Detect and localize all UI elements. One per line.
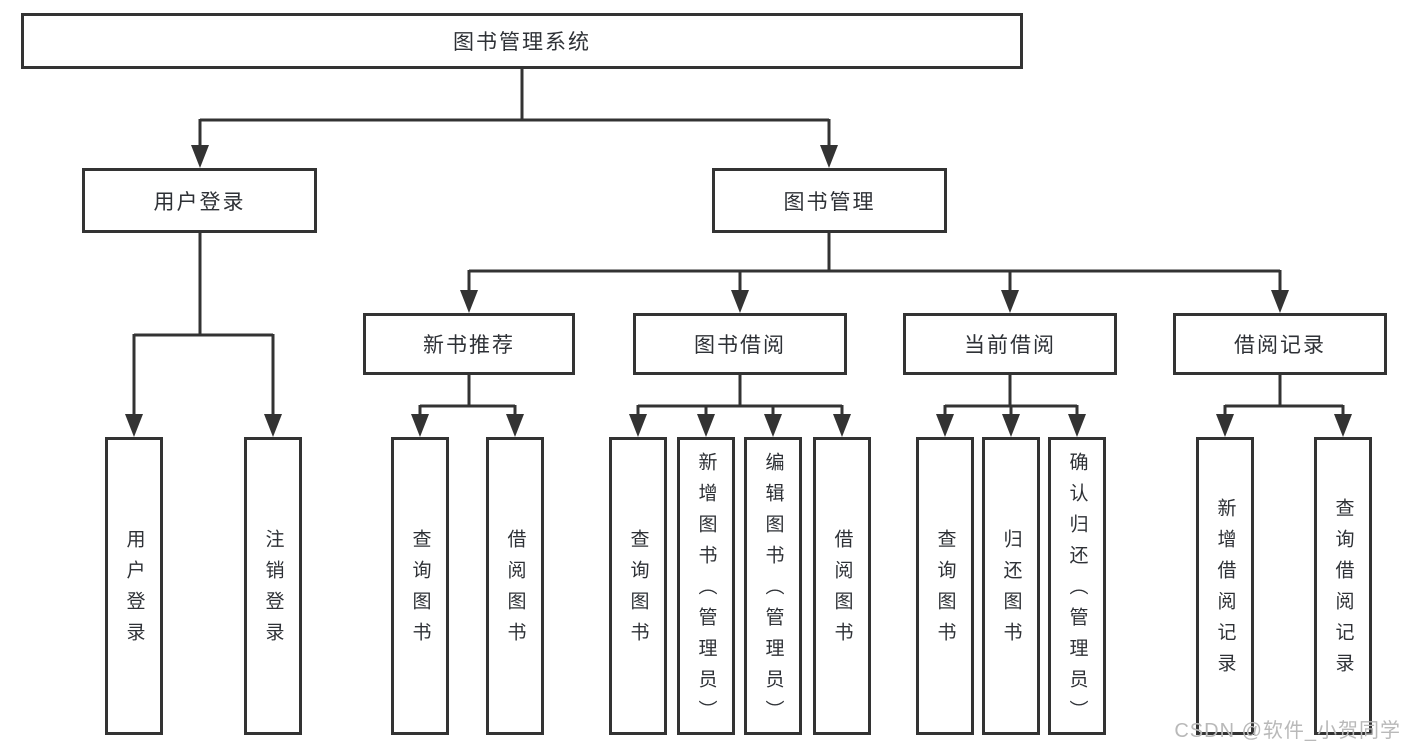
- leaf-add-books-admin: 新增图书（管理员）: [677, 437, 735, 735]
- leaf-borrow-books-2: 借阅图书: [813, 437, 871, 735]
- node-user-login: 用户登录: [82, 168, 317, 233]
- leaf-return-books: 归还图书: [982, 437, 1040, 735]
- leaf-query-books-2: 查询图书: [609, 437, 667, 735]
- node-borrow-records: 借阅记录: [1173, 313, 1387, 375]
- csdn-watermark: CSDN @软件_小贺同学: [1174, 720, 1401, 742]
- leaf-borrow-books-1: 借阅图书: [486, 437, 544, 735]
- leaf-edit-books-admin: 编辑图书（管理员）: [744, 437, 802, 735]
- node-current-borrowing: 当前借阅: [903, 313, 1117, 375]
- leaf-query-books-3: 查询图书: [916, 437, 974, 735]
- node-book-borrowing: 图书借阅: [633, 313, 847, 375]
- leaf-confirm-return-admin: 确认归还（管理员）: [1048, 437, 1106, 735]
- leaf-query-borrow-record: 查询借阅记录: [1314, 437, 1372, 735]
- node-new-book-recommend: 新书推荐: [363, 313, 575, 375]
- arrowheads: [125, 145, 1352, 437]
- node-book-management: 图书管理: [712, 168, 947, 233]
- node-root-system: 图书管理系统: [21, 13, 1023, 69]
- leaf-logout: 注销登录: [244, 437, 302, 735]
- leaf-add-borrow-record: 新增借阅记录: [1196, 437, 1254, 735]
- leaf-query-books-1: 查询图书: [391, 437, 449, 735]
- leaf-user-login: 用户登录: [105, 437, 163, 735]
